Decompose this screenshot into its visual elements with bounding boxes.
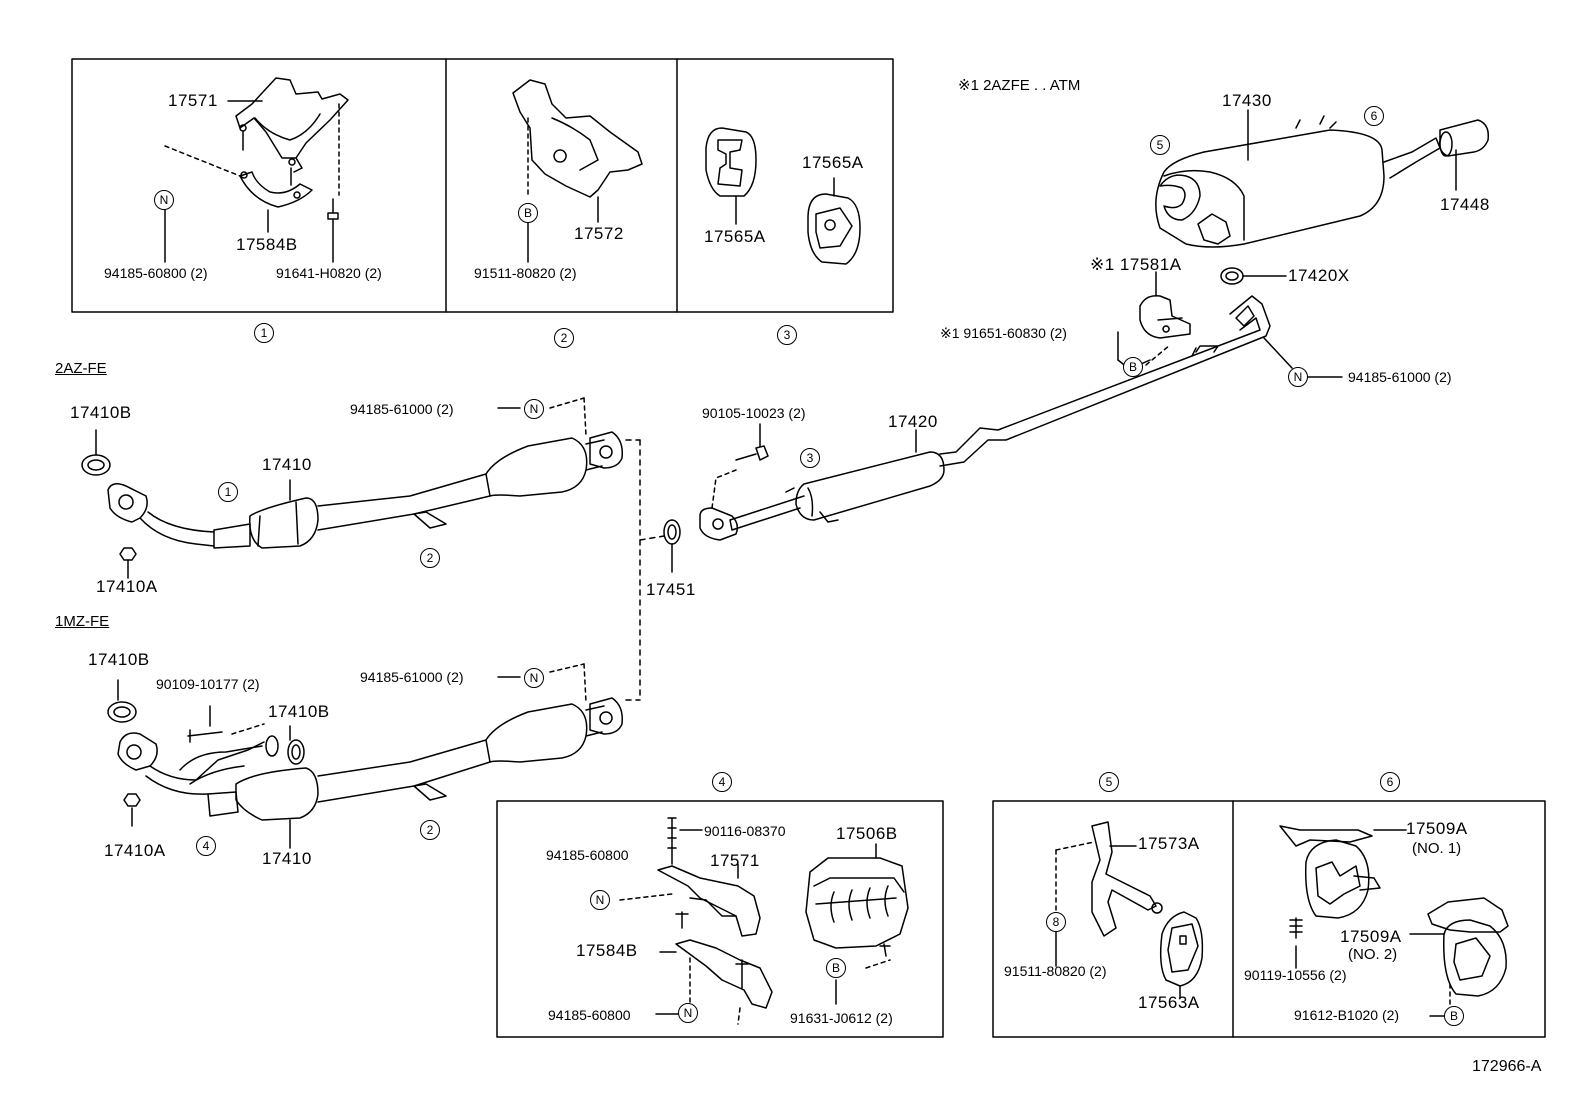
- detail-5-art: [1055, 821, 1204, 999]
- drawing-code: 172966-A: [1472, 1058, 1542, 1075]
- callout-6-box: 6: [1380, 772, 1400, 792]
- part-17573A: 17573A: [1138, 834, 1200, 853]
- part-94185-60800-2: 94185-60800 (2): [104, 265, 208, 281]
- callout-5-muffler: 5: [1150, 135, 1170, 155]
- callout-1-2az: 1: [218, 482, 238, 502]
- front-pipe-2az-art: [81, 397, 624, 579]
- part-91511-80820-2-d5: 91511-80820 (2): [1004, 963, 1107, 979]
- part-17565A-upper: 17565A: [802, 153, 864, 172]
- detail-box-5-6: [992, 800, 1546, 1038]
- part-17410B-1mz: 17410B: [88, 650, 150, 669]
- callout-3-box: 3: [777, 325, 797, 345]
- part-17584B-d4: 17584B: [576, 941, 638, 960]
- callout-b-d4: B: [826, 958, 846, 978]
- label-no1: (NO. 1): [1412, 840, 1462, 857]
- part-17571: 17571: [168, 91, 218, 110]
- part-91511-80820-2-d2: 91511-80820 (2): [474, 265, 577, 281]
- part-94185-61000-2-1mz: 94185-61000 (2): [360, 669, 464, 685]
- bracket-17572-art: [512, 79, 643, 263]
- callout-n-rear: N: [1288, 367, 1308, 387]
- part-17563A: 17563A: [1138, 993, 1200, 1012]
- part-17451: 17451: [646, 580, 696, 599]
- part-17509A-no2: 17509A: [1340, 927, 1402, 946]
- part-17565A-lower: 17565A: [704, 227, 766, 246]
- part-17448: 17448: [1440, 195, 1490, 214]
- muffler-17430-art: [1155, 109, 1490, 285]
- callout-4-1mz: 4: [196, 836, 216, 856]
- callout-2-1mz: 2: [420, 820, 440, 840]
- hanger-17565A-art: [705, 127, 861, 265]
- part-91651-60830-2: ※1 91651-60830 (2): [940, 325, 1067, 341]
- part-17410B-1mz-2: 17410B: [268, 702, 330, 721]
- callout-4-box: 4: [712, 772, 732, 792]
- callout-n-2az: N: [524, 399, 544, 419]
- callout-3-center: 3: [800, 448, 820, 468]
- callout-5-box: 5: [1099, 772, 1119, 792]
- part-17410-2az: 17410: [262, 455, 312, 474]
- part-90119-10556-2: 90119-10556 (2): [1244, 967, 1347, 983]
- part-17509A-no1: 17509A: [1406, 819, 1468, 838]
- section-2az-fe: 2AZ-FE: [55, 360, 107, 377]
- part-90109-10177-2: 90109-10177 (2): [156, 676, 260, 692]
- part-17506B: 17506B: [836, 824, 898, 843]
- part-17410A-2az: 17410A: [96, 577, 158, 596]
- callout-b-d6: B: [1444, 1006, 1464, 1026]
- part-91641-H0820-2: 91641-H0820 (2): [276, 265, 382, 281]
- part-90116-08370: 90116-08370: [704, 823, 786, 839]
- hanger-17581A-art: [1117, 271, 1191, 369]
- part-17581A: ※1 17581A: [1090, 255, 1182, 274]
- detail-4-art: [619, 817, 909, 1025]
- part-17571-d4: 17571: [710, 851, 760, 870]
- callout-2-box: 2: [554, 328, 574, 348]
- callout-n-d4-upper: N: [590, 890, 610, 910]
- callout-b-d2: B: [518, 203, 538, 223]
- detail-box-top: [71, 58, 894, 313]
- part-90105-10023-2: 90105-10023 (2): [702, 405, 806, 421]
- part-17420: 17420: [888, 412, 938, 431]
- part-94185-61000-2-rear: 94185-61000 (2): [1348, 369, 1452, 385]
- part-91612-B1020-2: 91612-B1020 (2): [1294, 1007, 1400, 1023]
- part-17410A-1mz: 17410A: [104, 841, 166, 860]
- callout-n-1mz: N: [524, 668, 544, 688]
- label-no2: (NO. 2): [1348, 946, 1398, 963]
- detail-box-4: [496, 800, 944, 1038]
- callout-n-d1: N: [154, 190, 174, 210]
- callout-6-muffler: 6: [1364, 106, 1384, 126]
- callout-b-hanger: B: [1123, 357, 1143, 377]
- front-pipe-1mz-art: [107, 663, 624, 849]
- detail-6-art: [1279, 825, 1509, 1007]
- part-17572: 17572: [574, 224, 624, 243]
- part-17430: 17430: [1222, 91, 1272, 110]
- section-1mz-fe: 1MZ-FE: [55, 613, 110, 630]
- center-pipe-17420-art: [699, 295, 1271, 541]
- callout-1-box: 1: [254, 323, 274, 343]
- callout-8-d5: 8: [1046, 912, 1066, 932]
- clamp-bracket-17571-art: [164, 77, 349, 263]
- part-94185-60800-upper: 94185-60800: [546, 847, 629, 863]
- part-94185-60800-lower: 94185-60800: [548, 1007, 631, 1023]
- callout-2-2az: 2: [420, 548, 440, 568]
- part-17584B: 17584B: [236, 235, 298, 254]
- part-17410B-2az: 17410B: [70, 403, 132, 422]
- part-17420X: 17420X: [1288, 266, 1350, 285]
- gasket-17451-art: [625, 439, 681, 701]
- part-91631-J0612-2: 91631-J0612 (2): [790, 1010, 893, 1026]
- part-94185-61000-2-2az: 94185-61000 (2): [350, 401, 454, 417]
- part-17410-1mz: 17410: [262, 849, 312, 868]
- callout-n-d4-lower: N: [678, 1003, 698, 1023]
- note-2azfe-atm: ※1 2AZFE . . ATM: [958, 77, 1081, 94]
